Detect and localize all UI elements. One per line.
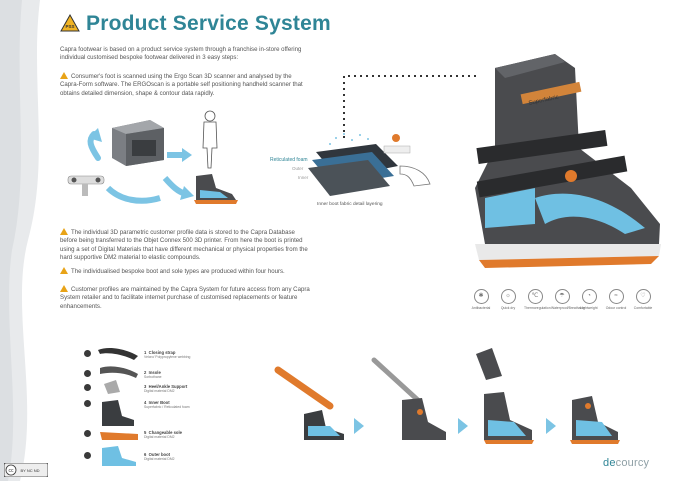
main-boot-illustration: Superfabric <box>475 54 661 268</box>
assembly-stage <box>476 348 534 444</box>
warning-icon <box>60 228 68 235</box>
assembly-sequence <box>274 348 620 444</box>
boot-small <box>194 174 238 204</box>
svg-text:PSS: PSS <box>65 24 74 29</box>
next-arrow-icon <box>458 418 468 434</box>
quick-dry-icon: ☼ <box>500 289 516 304</box>
step2-paragraph: The individual 3D parametric customer pr… <box>60 228 308 261</box>
component-bullet <box>84 384 91 391</box>
step4-paragraph: Customer profiles are maintained by the … <box>60 285 310 310</box>
component-parts-illustration <box>98 348 138 466</box>
warning-icon <box>60 285 68 292</box>
feature-item: ◔Lightweight <box>578 289 600 310</box>
component-bullet <box>84 370 91 377</box>
feature-item: ☂Waterproof/Breathable <box>551 289 585 310</box>
comfort-icon: ♡ <box>635 289 651 304</box>
antibacterial-icon: ✱ <box>473 289 489 304</box>
feature-item: ☼Quick dry <box>497 289 519 310</box>
fabric-caption: Inner boot fabric detail layering <box>317 202 383 207</box>
thermo-icon: ℃ <box>527 289 543 304</box>
creative-commons-icon: cc BY NC ND <box>4 463 48 477</box>
scan-cycle-diagram <box>67 110 238 204</box>
next-arrow-icon <box>354 418 364 434</box>
next-arrow-icon <box>546 418 556 434</box>
svg-text:Inner: Inner <box>298 175 309 180</box>
svg-text:BY NC ND: BY NC ND <box>20 468 39 473</box>
fabric-layers-diagram: Reticulated foam Outer Inner <box>270 133 431 196</box>
person-figure <box>202 110 218 169</box>
cycle-arrow <box>105 185 161 204</box>
component-bullet <box>84 430 91 437</box>
3d-printer <box>112 120 164 166</box>
ergo-scanner <box>67 175 105 196</box>
feature-item: ♡Comfortable <box>632 289 654 310</box>
component-bullet <box>84 400 91 407</box>
odour-icon: ≈ <box>608 289 624 304</box>
side-swoosh <box>0 0 40 481</box>
assembly-stage <box>371 357 446 440</box>
assembly-stage <box>570 396 620 444</box>
feature-item: ✱Antibacterial <box>470 289 492 310</box>
warning-icon <box>60 72 68 79</box>
waterproof-icon: ☂ <box>554 289 570 304</box>
svg-text:cc: cc <box>9 468 15 474</box>
warning-icon <box>60 267 68 274</box>
lightweight-icon: ◔ <box>581 289 597 304</box>
dotted-connector <box>343 75 476 138</box>
intro-paragraph: Capra footwear is based on a product ser… <box>60 46 302 62</box>
assembly-stage <box>274 366 344 440</box>
page-title: Product Service System <box>86 12 331 35</box>
step3-paragraph: The individualised bespoke boot and sole… <box>60 267 310 276</box>
component-bullet <box>84 350 91 357</box>
svg-text:Reticulated foam: Reticulated foam <box>270 157 308 163</box>
pss-badge-icon: PSS <box>60 14 80 32</box>
component-bullet <box>84 452 91 459</box>
svg-text:Outer: Outer <box>292 166 304 171</box>
decourcy-logo: decourcy <box>603 457 650 469</box>
step1-paragraph: Consumer's foot is scanned using the Erg… <box>60 72 303 97</box>
feature-item: ≈Odour control <box>605 289 627 310</box>
